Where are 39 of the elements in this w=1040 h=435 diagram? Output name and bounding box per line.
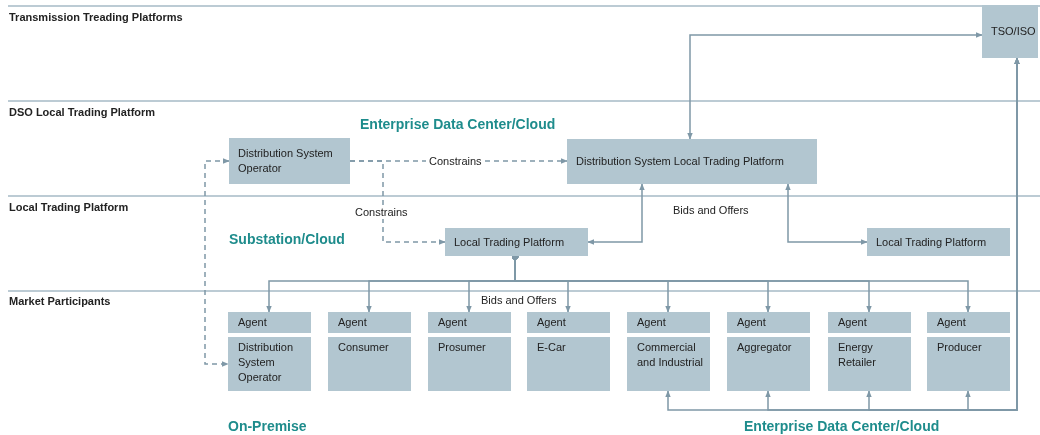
zone-label: On-Premise [228, 417, 307, 435]
platform-box: Local Trading Platform [867, 228, 1010, 256]
connector-arrow [965, 57, 1020, 411]
zone-label: Enterprise Data Center/Cloud [744, 417, 940, 435]
agent-box: Agent [828, 312, 911, 333]
agent-box: Agent [527, 312, 610, 333]
participant-box: Distribution System Operator [228, 337, 311, 391]
agent-box: Agent [328, 312, 411, 333]
connector-arrow [785, 183, 868, 245]
zone-label: Substation/Cloud [229, 230, 345, 249]
edge-label: Constrains [352, 206, 411, 219]
agent-box: Agent [228, 312, 311, 333]
lane-title: Market Participants [9, 294, 111, 309]
participant-box: Commercial and Industrial [627, 337, 710, 391]
platform-box: Local Trading Platform [445, 228, 588, 256]
zone-label: Enterprise Data Center/Cloud [360, 115, 556, 134]
participant-box: Aggregator [727, 337, 810, 391]
platform-box: TSO/ISO [982, 5, 1038, 58]
platform-box: Distribution System Operator [229, 138, 350, 184]
participant-box: Consumer [328, 337, 411, 391]
connector-arrow [687, 32, 983, 140]
connector-arrow [204, 158, 230, 367]
agent-box: Agent [627, 312, 710, 333]
connector-arrow [349, 160, 446, 245]
edge-label: Constrains [426, 155, 485, 168]
lane-title: Transmission Treading Platforms [9, 10, 183, 25]
agent-box: Agent [428, 312, 511, 333]
flow-label: Bids and Offers [673, 203, 749, 218]
agent-box: Agent [727, 312, 810, 333]
platform-box: Distribution System Local Trading Platform [567, 139, 817, 184]
participant-box: Energy Retailer [828, 337, 911, 391]
participant-box: Prosumer [428, 337, 511, 391]
lane-title: Local Trading Platform [9, 200, 129, 215]
agent-box: Agent [927, 312, 1010, 333]
lane-title: DSO Local Trading Platform [9, 105, 156, 120]
participant-box: E-Car [527, 337, 610, 391]
connector-arrow [587, 183, 645, 245]
flow-label: Bids and Offers [481, 293, 557, 308]
participant-box: Producer [927, 337, 1010, 391]
